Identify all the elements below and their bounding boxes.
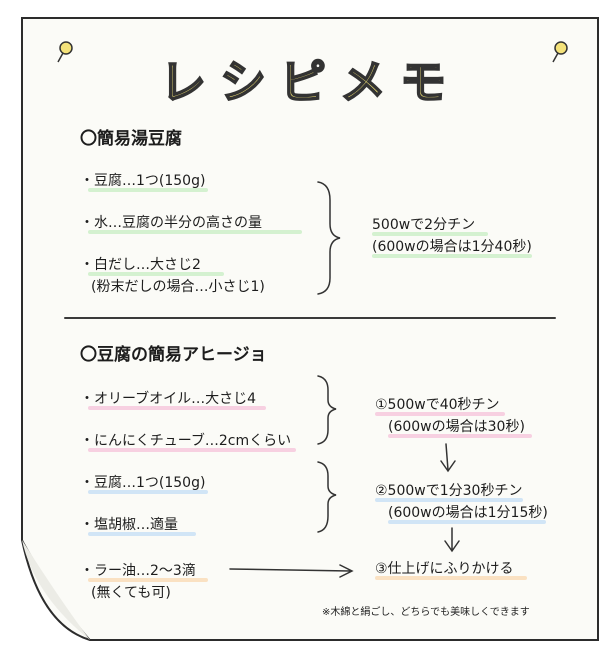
recipe2-step1: ①500wで40秒チン — [375, 397, 500, 413]
footnote: ※木綿と絹ごし、どちらでも美味しくできます — [322, 607, 530, 618]
recipe1-heading: 〇簡易湯豆腐 — [80, 129, 182, 149]
marker-underline — [88, 272, 224, 276]
recipe2-step1-sub: (600wの場合は30秒) — [388, 419, 525, 435]
marker-underline — [375, 498, 523, 502]
recipe2-ingredient-rayu-note: (無くても可) — [91, 585, 171, 601]
marker-underline — [375, 412, 505, 416]
memo-title: レシピメモ — [159, 54, 460, 110]
recipe1-ingredient-shiradashi: ・白だし…大さじ2 — [80, 257, 201, 273]
marker-underline — [88, 448, 296, 452]
recipe2-ingredient-garlic: ・にんにくチューブ…2cmくらい — [80, 433, 292, 449]
recipe2-ingredient-rayu: ・ラー油…2〜3滴 — [80, 563, 196, 579]
recipe1-ingredient-tofu: ・豆腐…1つ(150g) — [80, 173, 206, 189]
marker-underline — [88, 406, 266, 410]
recipe2-heading: 〇豆腐の簡易アヒージョ — [80, 345, 267, 365]
recipe2-ingredient-tofu: ・豆腐…1つ(150g) — [80, 475, 206, 491]
marker-underline — [388, 520, 546, 524]
recipe2-step3: ③仕上げにふりかける — [375, 561, 514, 577]
marker-underline — [372, 254, 532, 258]
marker-underline — [88, 230, 302, 234]
recipe1-ingredient-water: ・水…豆腐の半分の高さの量 — [80, 215, 262, 231]
recipe2-step2-sub: (600wの場合は1分15秒) — [388, 505, 548, 521]
recipe2-ingredient-oliveoil: ・オリーブオイル…大さじ4 — [80, 391, 257, 407]
recipe1-step-sub: (600wの場合は1分40秒) — [372, 239, 532, 255]
marker-underline — [372, 232, 488, 236]
marker-underline — [88, 532, 196, 536]
section-divider — [64, 317, 556, 319]
marker-underline — [88, 578, 208, 582]
marker-underline — [375, 576, 527, 580]
marker-underline — [88, 188, 208, 192]
recipe1-step-main: 500wで2分チン — [372, 217, 476, 233]
marker-underline — [388, 434, 532, 438]
recipe1-ingredient-shiradashi-alt: (粉末だしの場合…小さじ1) — [91, 279, 265, 295]
recipe2-ingredient-saltpepper: ・塩胡椒…適量 — [80, 517, 178, 533]
marker-underline — [88, 490, 208, 494]
recipe2-step2: ②500wで1分30秒チン — [375, 483, 523, 499]
